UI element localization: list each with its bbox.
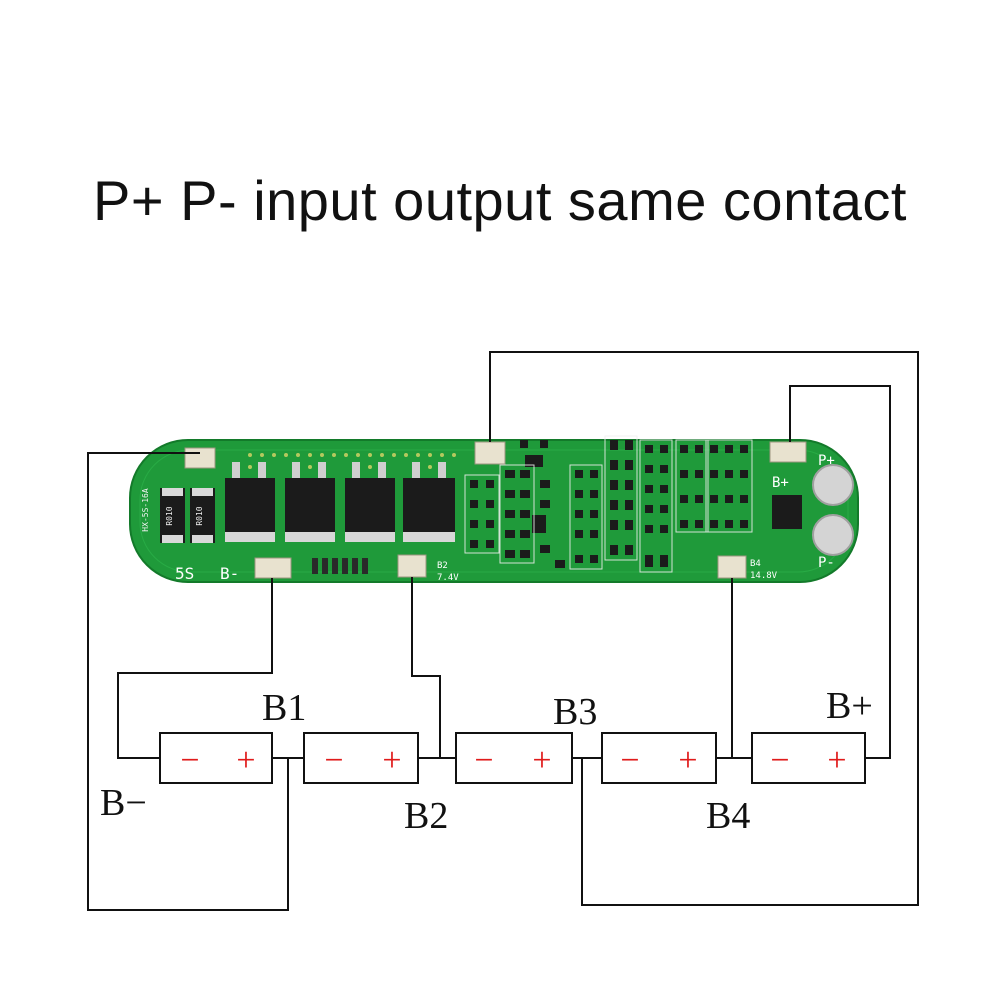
mosfet [225, 462, 275, 542]
node-label-b4: B4 [706, 795, 750, 837]
battery-plus-sign: + [532, 742, 551, 779]
pad-b4 [717, 555, 747, 579]
pplus-pad [812, 464, 854, 506]
page-title: P+ P- input output same contact [93, 169, 907, 232]
battery-minus-sign: − [474, 742, 493, 779]
board-bminus-label: B- [220, 564, 239, 583]
wire-bminus [117, 578, 273, 759]
battery-plus-sign: + [236, 742, 255, 779]
mosfet [403, 462, 455, 542]
pad-b-minus [254, 557, 292, 579]
battery: − + [159, 732, 273, 784]
battery: − + [751, 732, 866, 784]
pcb-board: R010 R010 HX-5S-16A [129, 435, 859, 583]
pad-bplus [769, 441, 807, 463]
protection-ic [772, 495, 802, 529]
board-b2-label: B2 [437, 561, 448, 571]
shunt-resistor: R010 [160, 488, 185, 543]
shunt-resistor: R010 [190, 488, 215, 543]
board-bplus-label: B+ [772, 475, 789, 491]
node-label-bminus: B− [100, 782, 147, 824]
board-5s-label: 5S [175, 564, 194, 583]
node-label-bplus: B+ [826, 685, 873, 727]
battery-minus-sign: − [620, 742, 639, 779]
pad-top-left [184, 447, 216, 469]
board-b4-label: B4 [750, 559, 761, 569]
resistor-code-1: R010 [165, 506, 174, 525]
mosfet [345, 462, 395, 542]
model-text: HX-5S-16A [141, 488, 150, 532]
pminus-pad [812, 514, 854, 556]
smd-resistor-row [312, 558, 368, 574]
wire-b2 [411, 577, 441, 758]
battery-plus-sign: + [678, 742, 697, 779]
battery: − + [455, 732, 573, 784]
battery-plus-sign: + [827, 742, 846, 779]
node-label-b1: B1 [262, 687, 306, 729]
wire-top-loop [489, 351, 919, 906]
battery: − + [303, 732, 419, 784]
resistor-code-2: R010 [195, 506, 204, 525]
board-b2-voltage: 7.4V [437, 573, 459, 583]
wires [87, 351, 919, 911]
battery-minus-sign: − [770, 742, 789, 779]
battery-minus-sign: − [324, 742, 343, 779]
mosfet [285, 462, 335, 542]
node-label-b3: B3 [553, 691, 597, 733]
battery-minus-sign: − [180, 742, 199, 779]
pad-top-middle [474, 441, 506, 465]
smd-components [470, 440, 748, 568]
battery: − + [601, 732, 717, 784]
wire-bplus [789, 385, 891, 759]
pminus-label: P- [818, 555, 835, 571]
pad-b2 [397, 554, 427, 578]
pplus-label: P+ [818, 453, 835, 469]
node-label-b2: B2 [404, 795, 448, 837]
silkscreen-outlines [464, 435, 753, 573]
board-b4-voltage: 14.8V [750, 571, 778, 581]
battery-plus-sign: + [382, 742, 401, 779]
